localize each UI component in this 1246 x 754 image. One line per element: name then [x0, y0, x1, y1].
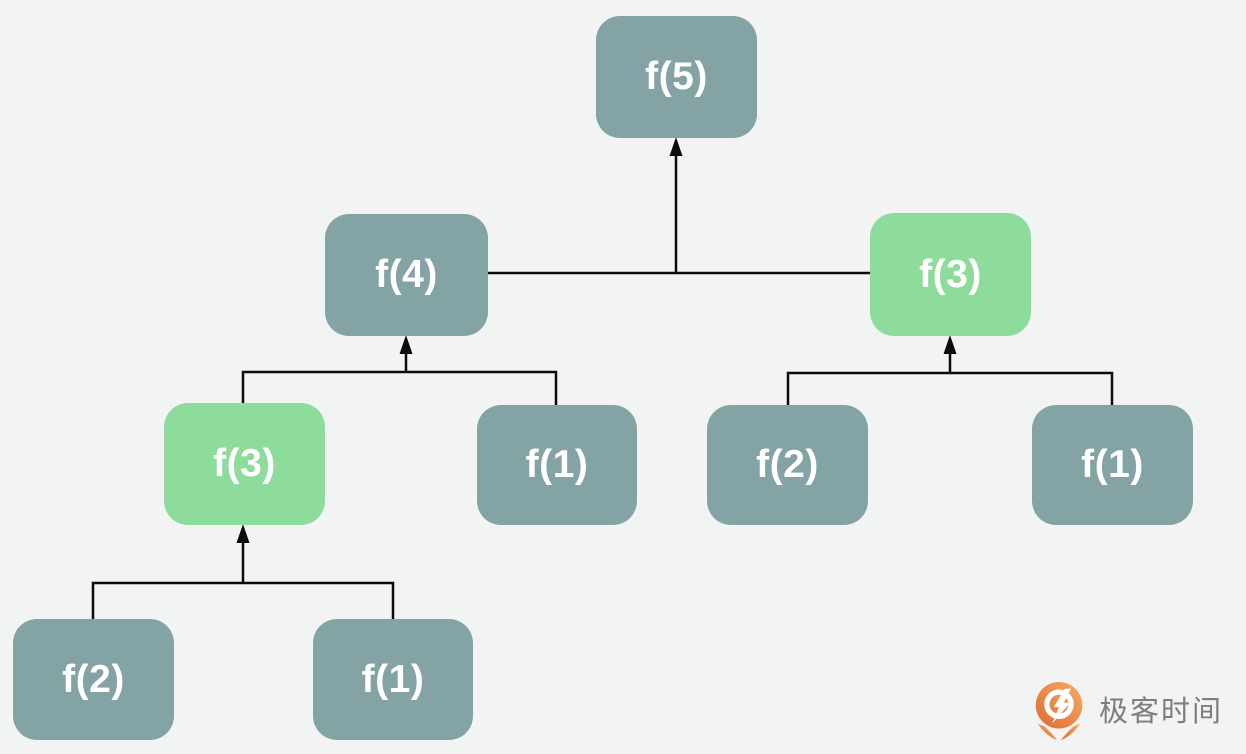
geektime-logo-text: 极客时间: [1099, 695, 1224, 728]
node-f3-right: f(3): [870, 213, 1031, 336]
edge-bus-f4-children: [241, 370, 558, 406]
node-f1-mid: f(1): [477, 405, 637, 525]
node-f1-right: f(1): [1032, 405, 1193, 525]
arrowhead-to-f3-left: [236, 524, 250, 543]
edge-bus-f3l-children: [91, 581, 395, 620]
node-f4: f(4): [325, 214, 488, 336]
edge-bus-f3r-children: [786, 371, 1114, 406]
geektime-logo: 极客时间: [1028, 680, 1223, 744]
geektime-logo-icon: [1035, 681, 1083, 741]
arrowhead-to-f4: [399, 335, 413, 354]
arrowhead-to-f3-right: [943, 335, 957, 354]
node-f2-bottom: f(2): [13, 619, 174, 740]
node-f1-bottom: f(1): [313, 619, 473, 740]
arrowhead-to-f5: [669, 137, 683, 156]
node-f5: f(5): [596, 16, 757, 138]
node-f2-right: f(2): [707, 405, 868, 525]
node-f3-left: f(3): [164, 403, 325, 525]
